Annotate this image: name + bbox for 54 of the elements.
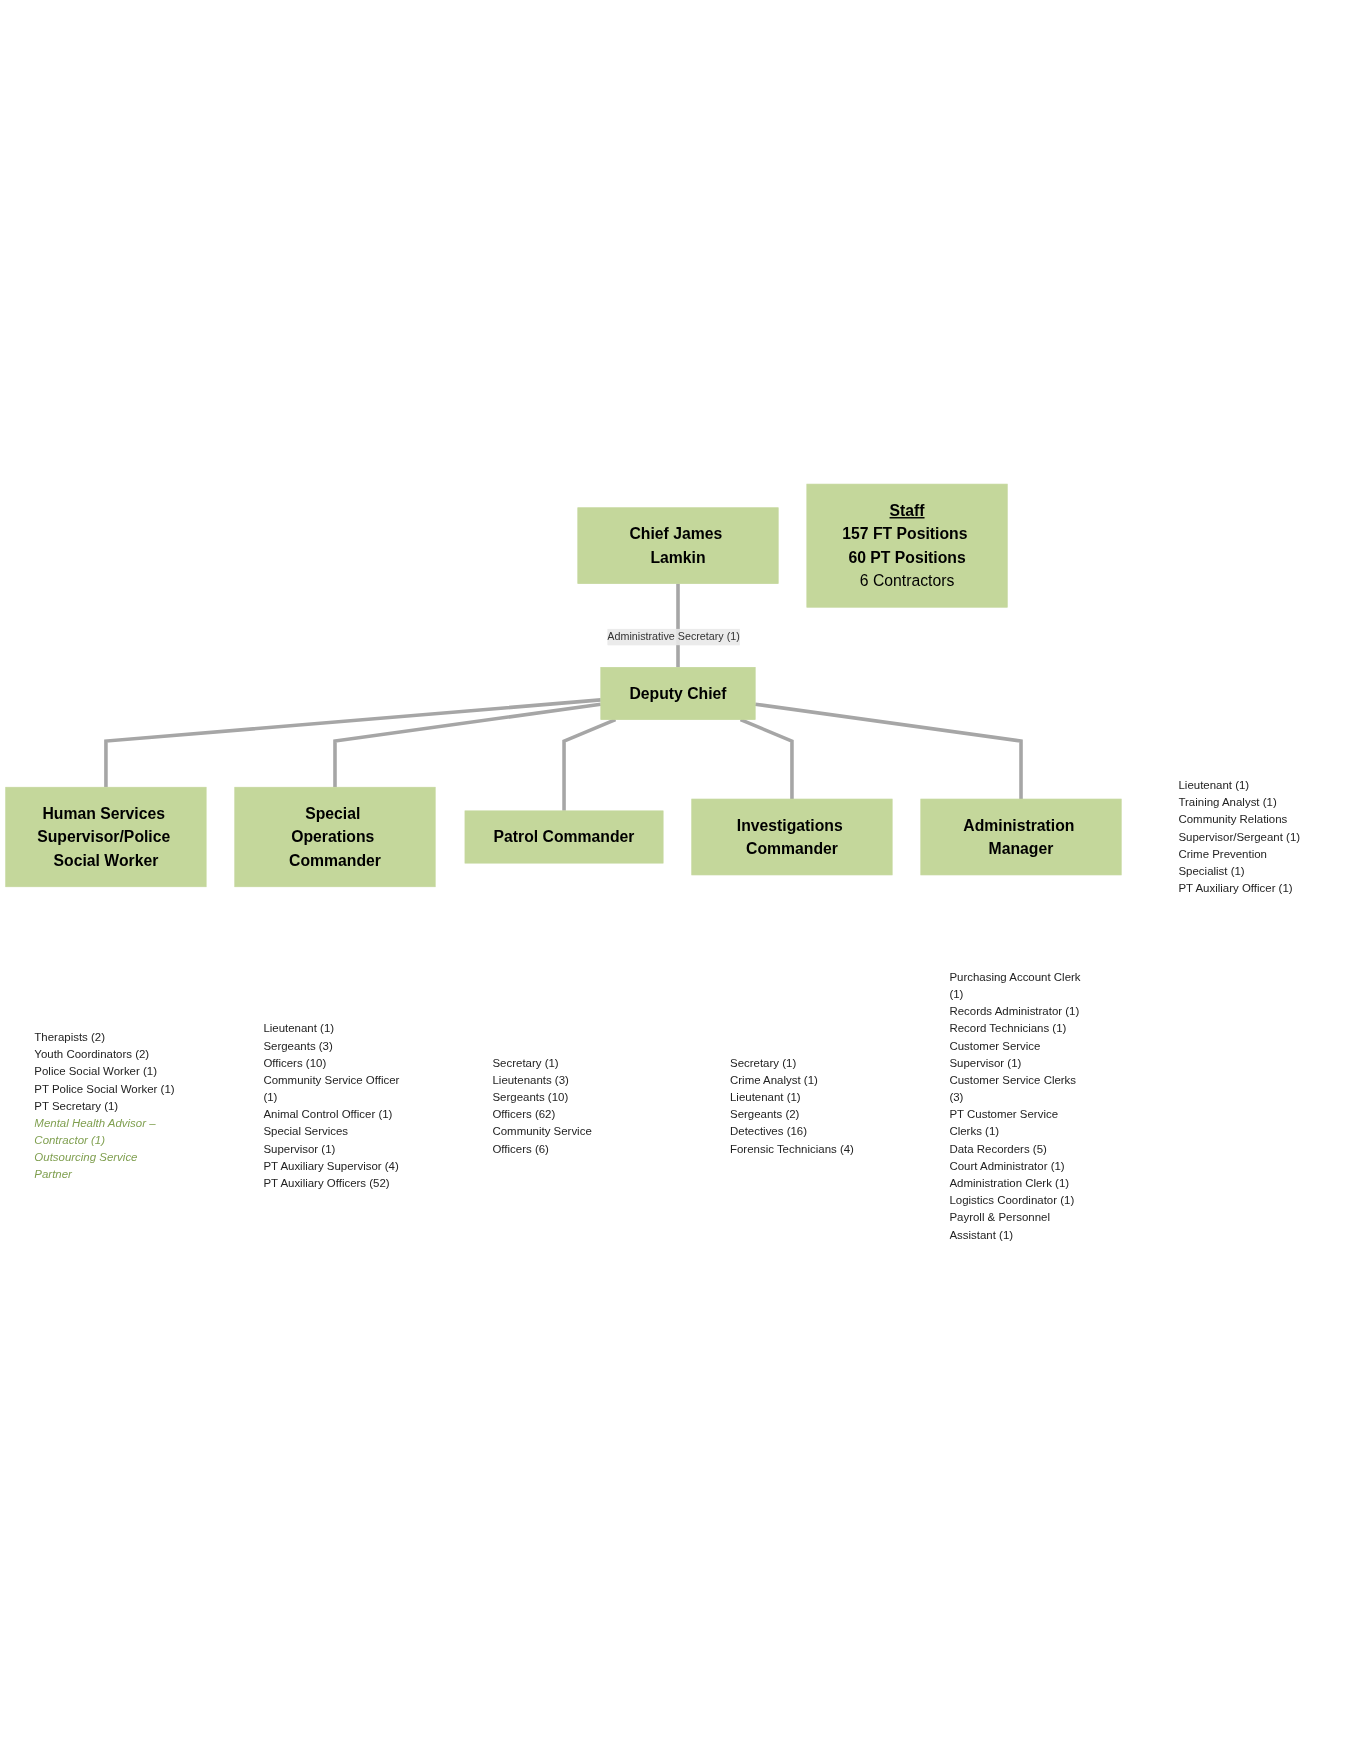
node-label: Community Relations Supervisor/Sergeant (1) bbox=[1178, 813, 1301, 843]
node-label: PT Secretary (1) bbox=[34, 1099, 119, 1112]
node-label: Logistics Coordinator (1) bbox=[949, 1194, 1075, 1207]
node-box: Administration Manager bbox=[920, 798, 1122, 876]
node-label: Outsourcing Service Partner bbox=[34, 1151, 138, 1181]
node-label: PT Auxiliary Supervisor (4) bbox=[263, 1159, 399, 1172]
node-label: Special Services Supervisor (1) bbox=[263, 1125, 349, 1155]
node-label: Community Service Officer (1) bbox=[263, 1073, 400, 1104]
connector bbox=[104, 698, 601, 788]
node-label: Lieutenant (1) bbox=[730, 1091, 801, 1104]
node-label: PT Police Social Worker (1) bbox=[34, 1082, 175, 1095]
node-box: Staff 157 FT Positions 60 PT Positions 6 Contractors bbox=[806, 483, 1008, 608]
node-label: Detectives (16) bbox=[730, 1125, 808, 1138]
node-label: Sergeants (3) bbox=[263, 1039, 333, 1052]
node-label: Animal Control Officer (1) bbox=[263, 1108, 393, 1121]
node-label: Customer Service Supervisor (1) bbox=[949, 1039, 1041, 1069]
node-label: Secretary (1) bbox=[730, 1056, 797, 1069]
connector bbox=[754, 702, 1023, 800]
node-label: PT Auxiliary Officers (52) bbox=[263, 1177, 390, 1190]
node-label: PT Customer Service Clerks (1) bbox=[949, 1108, 1059, 1138]
node-label: Police Social Worker (1) bbox=[34, 1065, 157, 1078]
node-label: Training Analyst (1) bbox=[1178, 796, 1277, 809]
node-label: Administration Clerk (1) bbox=[949, 1177, 1070, 1190]
node-label: Lieutenant (1) bbox=[1178, 779, 1250, 792]
node-box: Human Services Supervisor/Police Social Worker bbox=[5, 786, 207, 888]
node-label: Purchasing Account Clerk (1) bbox=[949, 970, 1081, 1001]
node-label: Customer Service Clerks (3) bbox=[949, 1073, 1077, 1104]
node-label: Court Administrator (1) bbox=[949, 1159, 1065, 1172]
node-label: Sergeants (2) bbox=[730, 1108, 800, 1121]
node-label: Therapists (2) bbox=[34, 1030, 106, 1044]
node-label: Records Administrator (1) bbox=[949, 1005, 1080, 1018]
node-label: Sergeants (10) bbox=[492, 1091, 569, 1104]
node-label: Crime Prevention Specialist (1) bbox=[1178, 847, 1267, 878]
node-label: Officers (62) bbox=[492, 1108, 556, 1121]
node-box: Investigations Commander bbox=[691, 798, 893, 876]
node-label: Secretary (1) bbox=[492, 1056, 559, 1069]
node-label: Lieutenants (3) bbox=[492, 1073, 569, 1087]
node-label: Community Service Officers (6) bbox=[492, 1125, 592, 1155]
node-label: Record Technicians (1) bbox=[949, 1022, 1067, 1035]
node-label: Mental Health Advisor – Contractor (1) bbox=[34, 1116, 156, 1147]
node-label: Payroll & Personnel Assistant (1) bbox=[949, 1211, 1051, 1241]
node-label: Crime Analyst (1) bbox=[730, 1073, 818, 1087]
node-box: Patrol Commander bbox=[464, 810, 664, 864]
node-box: Chief James Lamkin bbox=[577, 507, 779, 584]
node-box: Special Operations Commander bbox=[234, 786, 436, 888]
node-label: Forensic Technicians (4) bbox=[730, 1142, 854, 1155]
node-label: Officers (10) bbox=[263, 1056, 327, 1069]
connector bbox=[333, 702, 602, 788]
node-label: Data Recorders (5) bbox=[949, 1142, 1047, 1155]
node-box: Deputy Chief bbox=[600, 667, 756, 720]
node-label: Youth Coordinators (2) bbox=[34, 1048, 150, 1061]
edge-label: Administrative Secretary (1) bbox=[607, 630, 740, 643]
node-label: PT Auxiliary Officer (1) bbox=[1178, 882, 1293, 895]
node-label: Lieutenant (1) bbox=[263, 1022, 335, 1035]
